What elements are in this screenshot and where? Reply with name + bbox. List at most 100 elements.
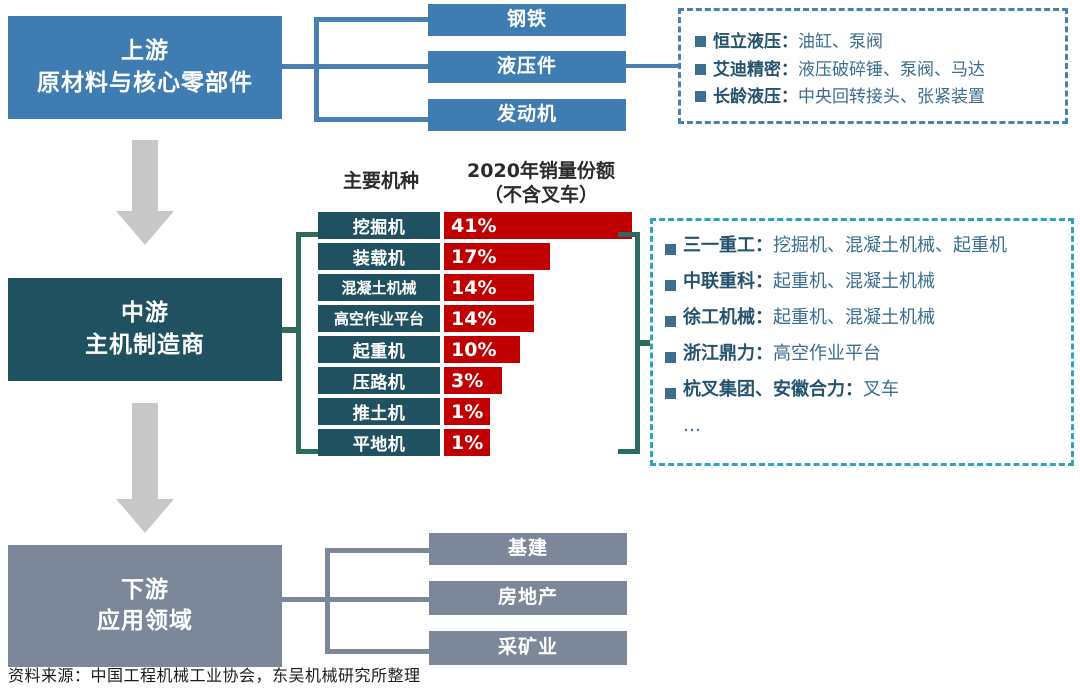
upstream-item-hydraulics: 液压件 — [428, 51, 626, 83]
company-name: 三一重工： — [683, 235, 773, 256]
downstream-tier-label-line2: 应用领域 — [97, 608, 193, 634]
square-bullet-icon — [665, 316, 676, 327]
company-products: 挖掘机、混凝土机械、起重机 — [773, 235, 1007, 256]
list-item: 恒立液压： 油缸、泵阀 — [695, 29, 985, 57]
list-item: 艾迪精密： 液压破碎锤、泵阀、马达 — [695, 57, 985, 85]
list-item-more: … — [665, 417, 1007, 435]
chart-bar: 10% — [444, 336, 520, 363]
company-name: 浙江鼎力： — [683, 343, 773, 364]
downstream-connector-branch-2 — [325, 597, 431, 602]
company-products: 高空作业平台 — [773, 343, 881, 364]
source-note: 资料来源：中国工程机械工业协会，东吴机械研究所整理 — [8, 666, 421, 685]
chart-bar: 17% — [444, 243, 550, 270]
downstream-item-mining: 采矿业 — [429, 631, 627, 665]
company-products: 起重机、混凝土机械 — [773, 271, 935, 292]
upstream-tier-box: 上游 原材料与核心零部件 — [8, 16, 282, 119]
chart-category-label: 平地机 — [318, 429, 440, 456]
chart-category-label: 起重机 — [318, 336, 440, 363]
downstream-tier-label-line1: 下游 — [121, 576, 169, 603]
downstream-item-label: 房地产 — [497, 586, 558, 609]
upstream-item-label: 钢铁 — [506, 8, 547, 31]
upstream-connector-spine — [314, 17, 319, 122]
midstream-tier-label-line2: 主机制造商 — [85, 331, 205, 358]
downstream-item-infrastructure: 基建 — [429, 533, 627, 565]
upstream-item-label: 发动机 — [496, 103, 557, 126]
company-name: 艾迪精密： — [713, 59, 798, 80]
chart-category-label: 混凝土机械 — [318, 274, 440, 301]
square-bullet-icon — [695, 36, 706, 47]
square-bullet-icon — [665, 244, 676, 255]
company-name: 恒立液压： — [713, 32, 798, 52]
company-products: 中央回转接头、张紧装置 — [798, 87, 985, 108]
market-share-bar-chart: 挖掘机 41% 装载机 17% 混凝土机械 14% 高空作业平台 14% 起重机 — [318, 212, 632, 457]
downstream-connector-branch-3 — [325, 649, 431, 654]
downstream-connector-branch-1 — [325, 548, 431, 553]
upstream-connector-branch-3 — [314, 117, 430, 122]
chart-value-label: 14% — [451, 276, 497, 299]
chart-header-value-line1: 2020年销量份额 — [467, 160, 615, 182]
chart-bar: 14% — [444, 305, 534, 332]
chart-value-label: 10% — [451, 338, 497, 361]
chart-header-category-label: 主要机种 — [342, 170, 419, 192]
chart-left-bracket — [282, 232, 318, 454]
chart-header-value-line2: （不含叉车） — [483, 183, 598, 206]
square-bullet-icon — [665, 352, 676, 363]
upstream-callout-box: 恒立液压： 油缸、泵阀 艾迪精密： 液压破碎锤、泵阀、马达 长龄液压： 中央回转… — [678, 8, 1068, 124]
upstream-connector-stem — [282, 64, 318, 69]
chart-category-label: 高空作业平台 — [318, 305, 440, 332]
company-products: 油缸、泵阀 — [798, 32, 883, 52]
downstream-connector-stem — [282, 597, 328, 602]
chart-category-label: 推土机 — [318, 398, 440, 425]
square-bullet-icon — [695, 91, 706, 103]
list-item: 三一重工： 挖掘机、混凝土机械、起重机 — [665, 237, 1007, 255]
chart-header-category: 主要机种 — [318, 170, 444, 194]
square-bullet-icon — [665, 388, 676, 399]
chart-category-label: 挖掘机 — [318, 212, 440, 239]
upstream-item-engine: 发动机 — [428, 99, 626, 131]
upstream-callout-connector — [626, 64, 682, 68]
upstream-connector-branch-1 — [314, 17, 430, 22]
chart-value-label: 3% — [451, 369, 484, 392]
chart-value-label: 14% — [451, 307, 497, 330]
list-item: 长龄液压： 中央回转接头、张紧装置 — [695, 84, 985, 112]
company-name: 长龄液压： — [713, 87, 798, 108]
ellipsis-label: … — [683, 415, 701, 436]
arrow-upstream-to-midstream-icon — [116, 140, 174, 245]
arrow-midstream-to-downstream-icon — [116, 403, 174, 533]
company-products: 起重机、混凝土机械 — [773, 307, 935, 328]
square-bullet-icon — [665, 280, 676, 291]
chart-value-label: 17% — [451, 245, 497, 268]
upstream-tier-label-line2: 原材料与核心零部件 — [37, 69, 253, 96]
downstream-item-label: 基建 — [507, 537, 548, 560]
list-item: 徐工机械： 起重机、混凝土机械 — [665, 309, 1007, 327]
upstream-item-label: 液压件 — [496, 55, 557, 78]
upstream-tier-label-line1: 上游 — [121, 38, 169, 65]
chart-category-label: 压路机 — [318, 367, 440, 394]
chart-bar: 1% — [444, 429, 490, 456]
upstream-callout-list: 恒立液压： 油缸、泵阀 艾迪精密： 液压破碎锤、泵阀、马达 长龄液压： 中央回转… — [695, 29, 985, 112]
list-item: 浙江鼎力： 高空作业平台 — [665, 345, 1007, 363]
midstream-tier-label-line1: 中游 — [121, 300, 169, 327]
midstream-tier-box: 中游 主机制造商 — [8, 278, 282, 381]
square-bullet-icon — [695, 63, 706, 75]
chart-bar: 14% — [444, 274, 534, 301]
chart-category-label: 装载机 — [318, 243, 440, 270]
downstream-tier-box: 下游 应用领域 — [8, 545, 282, 667]
chart-bar: 1% — [444, 398, 490, 425]
chart-right-bracket — [618, 232, 654, 454]
chart-value-label: 1% — [451, 400, 484, 423]
list-item: 杭叉集团、安徽合力： 叉车 — [665, 381, 1007, 399]
company-name: 徐工机械： — [683, 307, 773, 328]
chart-value-label: 1% — [451, 431, 484, 454]
company-name: 杭叉集团、安徽合力： — [683, 379, 863, 400]
midstream-callout-list: 三一重工： 挖掘机、混凝土机械、起重机 中联重科： 起重机、混凝土机械 徐工机械… — [665, 237, 1007, 453]
list-item: 中联重科： 起重机、混凝土机械 — [665, 273, 1007, 291]
upstream-connector-branch-2 — [314, 64, 430, 69]
chart-bar: 41% — [444, 212, 632, 239]
downstream-item-label: 采矿业 — [497, 636, 558, 659]
company-products: 叉车 — [863, 379, 899, 400]
company-name: 中联重科： — [683, 271, 773, 292]
chart-bar: 3% — [444, 367, 502, 394]
chart-header-value: 2020年销量份额 （不含叉车） — [452, 160, 630, 208]
